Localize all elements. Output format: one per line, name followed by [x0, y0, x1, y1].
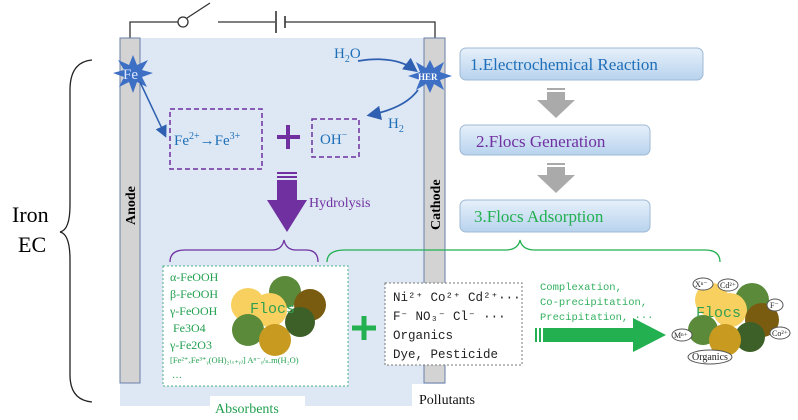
- step-3-label: 3.Flocs Adsorption: [474, 207, 604, 226]
- water-arrow: [357, 57, 418, 73]
- absorbent-item: β-FeOOH: [170, 287, 218, 301]
- purple-plus-icon: [277, 125, 300, 149]
- absorbents-label-bg: [210, 396, 305, 420]
- pollutant-item: F⁻ NO₃⁻ Cl⁻ ···: [393, 310, 506, 324]
- mechanism-item: Co-precipitation,: [540, 297, 647, 309]
- hydrolysis-label: Hydrolysis: [309, 196, 370, 211]
- anode-label: Anode: [124, 186, 139, 225]
- loaded-flocs-icon: [688, 283, 779, 356]
- her-star-label: HER: [418, 72, 438, 82]
- absorbent-item: γ-Fe2O3: [169, 338, 212, 352]
- absorbent-item: γ-FeOOH: [169, 304, 218, 318]
- circuit-wire: [129, 2, 436, 38]
- step-1-box: 1.Electrochemical Reaction: [459, 47, 704, 81]
- absorbent-formula: [Fe²⁺ₓFe³⁺ᵧ(OH)₂₍ₓ₊ᵧ₎] Aⁿ⁻ᵧ/ₙ.m(H₂O): [170, 355, 299, 366]
- tag: Mⁿ⁺: [674, 331, 688, 340]
- iron-label: Iron: [12, 202, 49, 227]
- flocs-label: Flocs: [250, 301, 295, 318]
- flocs-cluster-icon: [231, 276, 326, 356]
- ec-label: EC: [18, 232, 46, 257]
- step-3-box: 3.Flocs Adsorption: [459, 199, 651, 233]
- water-label: H2O: [334, 46, 361, 65]
- left-brace: [59, 59, 93, 403]
- tag: F⁻: [770, 301, 779, 310]
- absorbent-item: α-FeOOH: [170, 270, 219, 284]
- result-flocs-label: Flocs: [696, 305, 741, 322]
- step-down-arrow-icon: [537, 88, 575, 193]
- mechanism-item: Complexation,: [540, 282, 622, 294]
- purple-brace: [169, 239, 319, 263]
- green-plus-icon: [352, 316, 376, 340]
- mechanism-list: Complexation, Co-precipitation, Precipit…: [540, 282, 653, 324]
- iron-ion-box: [169, 108, 263, 170]
- mechanism-item: Precipitation, ···: [540, 312, 653, 324]
- iron-oxidation-text: Fe2+→Fe3+: [174, 131, 241, 149]
- pollutants-label-bg: [412, 384, 490, 414]
- hydroxide-text: OH−: [320, 130, 348, 148]
- hydrogen-label: H2: [388, 116, 404, 135]
- step-2-label: 2.Flocs Generation: [476, 132, 606, 151]
- absorbent-ellipsis: …: [172, 370, 182, 381]
- step-1-label: 1.Electrochemical Reaction: [470, 55, 658, 74]
- step-2-box: 2.Flocs Generation: [459, 124, 651, 156]
- pollutant-item: Dye, Pesticide: [393, 348, 498, 362]
- pollutants-box: [384, 282, 523, 366]
- pollutants-label: Pollutants: [419, 393, 475, 408]
- fe-star-icon: [113, 55, 153, 93]
- tag: Co²⁺: [772, 329, 788, 338]
- hydrolysis-arrow: [267, 172, 307, 232]
- switch-icon: [177, 16, 189, 28]
- tag: Cd²⁺: [720, 281, 736, 290]
- hydrogen-arrow: [366, 89, 419, 120]
- absorbents-label: Absorbents: [215, 402, 279, 417]
- hydroxide-box: [311, 118, 360, 158]
- pollutant-item: Organics: [393, 329, 453, 343]
- tag: Organics: [692, 352, 728, 363]
- anode-electrode: [119, 37, 141, 384]
- cathode-label: Cathode: [429, 179, 444, 230]
- adsorbed-tags: Xⁿ⁻ Cd²⁺ F⁻ Mⁿ⁺ Co²⁺ Organics: [671, 277, 791, 365]
- tag: Xⁿ⁻: [695, 280, 708, 289]
- green-brace: [326, 239, 721, 263]
- iron-release-arrow: [139, 81, 167, 138]
- adsorption-arrow: [535, 318, 666, 352]
- absorbent-list: α-FeOOH β-FeOOH γ-FeOOH Fe3O4 γ-Fe2O3 [F…: [169, 270, 299, 381]
- her-star-icon: [408, 60, 452, 93]
- pollutant-item: Ni²⁺ Co²⁺ Cd²⁺···: [393, 291, 521, 305]
- fe-star-label: Fe: [123, 67, 138, 83]
- absorbent-item: Fe3O4: [173, 321, 206, 335]
- pollutant-list: Ni²⁺ Co²⁺ Cd²⁺··· F⁻ NO₃⁻ Cl⁻ ··· Organi…: [393, 291, 521, 362]
